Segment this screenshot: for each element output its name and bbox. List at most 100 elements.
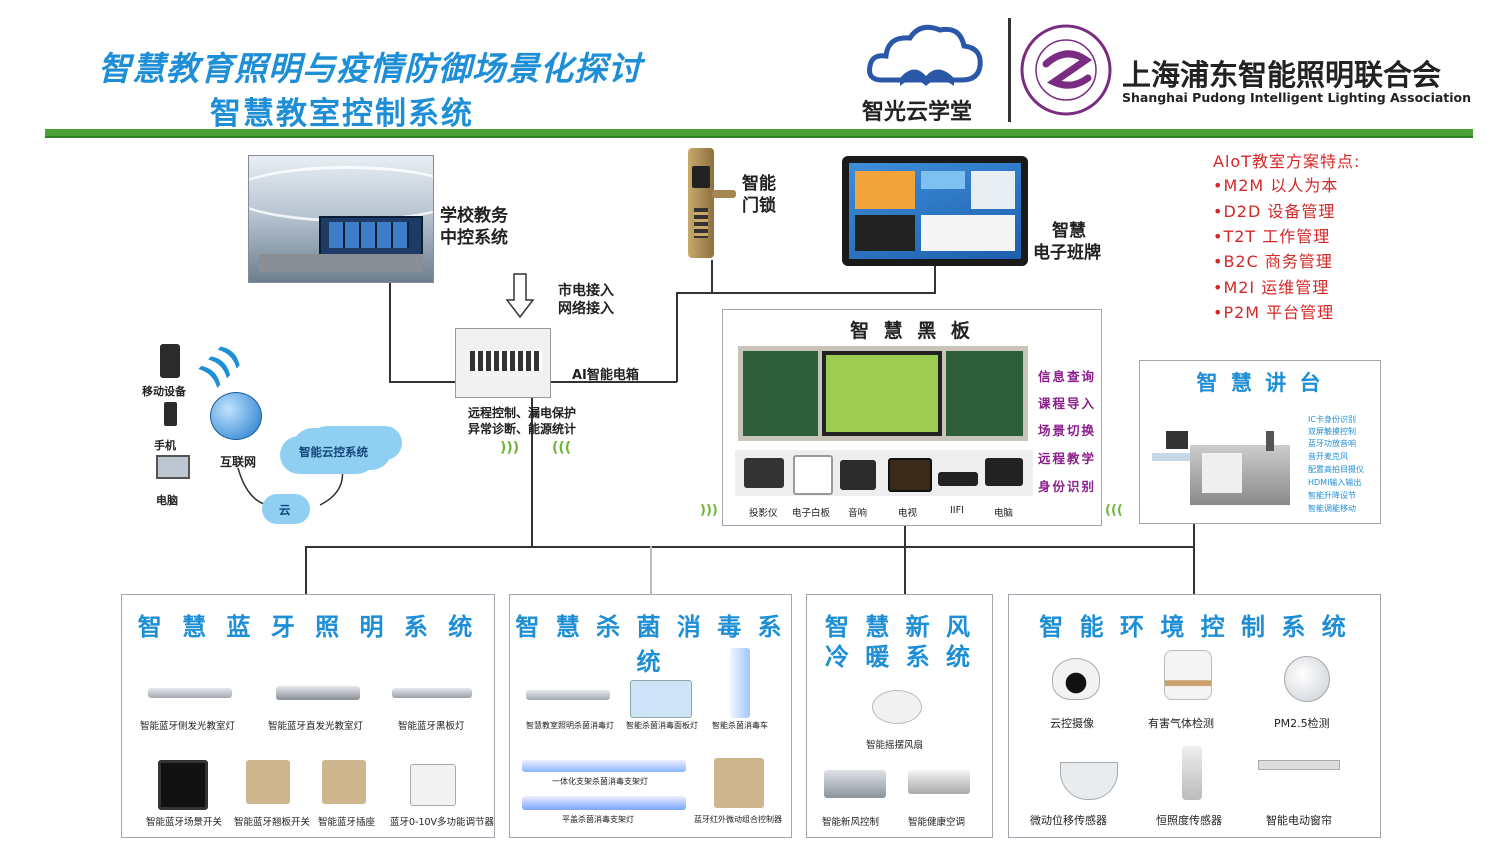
conn-box-right — [548, 381, 677, 383]
smart-lock-image — [684, 148, 736, 260]
association-name-cn: 上海浦东智能照明联合会 — [1122, 58, 1442, 92]
environment-system-title: 智 能 环 境 控 制 系 统 — [1039, 613, 1350, 641]
wireless-icon: ))) — [193, 338, 248, 393]
feature-item: •T2T 工作管理 — [1213, 227, 1331, 246]
conn-main-down — [531, 395, 533, 547]
wifi-icon: ))) — [700, 503, 718, 518]
environment-item-label: 恒照度传感器 — [1156, 814, 1222, 827]
uv-panel-lamp-image — [630, 680, 692, 718]
lighting-item-label: 智能蓝牙场景开关 — [146, 817, 223, 828]
integrated-uv-bracket-image — [522, 760, 686, 772]
smart-blackboard-panel: 智 慧 黑 板 — [722, 309, 1102, 526]
scene-switch-image — [158, 760, 208, 810]
blackboard-device-label: 音响 — [848, 508, 868, 519]
mobile-device-label: 移动设备 — [142, 385, 186, 398]
disinfect-item-label: 平盖杀菌消毒支架灯 — [562, 815, 634, 824]
podium-feature: 智能升降设节 — [1308, 491, 1356, 500]
whiteboard-icon — [793, 455, 833, 495]
podium-feature: 双屏触摸控制 — [1308, 427, 1356, 436]
smart-lock-label-1: 智能 — [742, 174, 776, 194]
zhiguang-logo: 智光云学堂 — [862, 18, 992, 125]
fresh-air-title-1: 智 慧 新 风 — [824, 613, 975, 641]
logo-divider — [1008, 18, 1011, 122]
podium-feature: 配置高拍目摄仪 — [1308, 465, 1364, 474]
feature-item: •B2C 商务管理 — [1213, 252, 1333, 271]
conn-right-up — [676, 292, 678, 382]
zhiguang-logo-text: 智光云学堂 — [862, 100, 973, 125]
association-name-en: Shanghai Pudong Intelligent Lighting Ass… — [1122, 90, 1472, 105]
air-conditioner-image — [908, 770, 970, 794]
light-sensor-icon — [1182, 746, 1202, 800]
conn-top-bus — [676, 292, 936, 294]
page-title: 智慧教育照明与疫情防御场景化探讨 — [98, 49, 642, 88]
gas-detector-icon — [1164, 650, 1212, 700]
cloud-book-icon — [867, 24, 983, 86]
environment-item-label: 微动位移传感器 — [1030, 814, 1107, 827]
environment-item-label: 有害气体检测 — [1148, 717, 1214, 730]
speaker-icon — [840, 460, 876, 490]
lighting-item-label: 智能蓝牙翘板开关 — [234, 817, 311, 828]
blackboard-function: 场景切换 — [1038, 423, 1097, 438]
control-label-1: 学校教务 — [440, 206, 508, 226]
fresh-air-unit-image — [824, 770, 886, 798]
blackboard-device-label: 电子白板 — [792, 508, 831, 519]
cloud-system-label: 智能云控系统 — [299, 445, 368, 459]
side-light-lamp-image — [148, 688, 232, 698]
fresh-air-item-label: 智能摇摆风扇 — [866, 740, 924, 751]
wifi-icon: ((( — [552, 440, 572, 456]
fan-icon — [872, 690, 922, 724]
phone-icon — [164, 402, 177, 426]
uv-classroom-lamp-image — [526, 690, 610, 700]
camera-icon — [1052, 658, 1100, 700]
cloud-icon — [262, 494, 310, 524]
ir-controller-image — [714, 758, 764, 808]
rocker-switch-image — [246, 760, 290, 804]
conn-bottom-bus — [305, 546, 1195, 548]
down-arrow-icon — [505, 273, 535, 319]
conn-env — [1193, 522, 1195, 594]
pc-icon — [156, 455, 190, 479]
control-label-2: 中控系统 — [440, 228, 508, 248]
blackboard-device-label: 投影仪 — [749, 508, 778, 519]
mobile-device-icon — [160, 344, 180, 378]
network-in-label: 网络接入 — [558, 301, 614, 317]
fresh-air-item-label: 智能新风控制 — [822, 817, 880, 828]
projector-icon — [744, 458, 784, 488]
pm25-sensor-icon — [1284, 656, 1330, 702]
e-board-label-1: 智慧 — [1052, 221, 1086, 241]
header-rule-dark — [45, 136, 1473, 138]
feature-item: •M2M 以人为本 — [1213, 176, 1339, 195]
lighting-item-label: 智能蓝牙直发光教室灯 — [268, 721, 364, 732]
podium-feature: IC卡身份识别 — [1308, 415, 1356, 424]
blackboard-device-label: 电脑 — [994, 508, 1014, 519]
blackboard-function: 身份识别 — [1038, 479, 1097, 494]
conn-fresh — [904, 525, 906, 594]
cloud-label: 云 — [279, 503, 291, 517]
podium-title: 智 慧 讲 台 — [1196, 371, 1324, 395]
fresh-air-item-label: 智能健康空调 — [908, 817, 966, 828]
ai-box-func-2: 异常诊断、能源统计 — [468, 422, 577, 436]
podium-feature: HDMI输入输出 — [1308, 478, 1362, 487]
conn-control-down — [389, 282, 391, 382]
conn-disinfect — [650, 546, 652, 594]
fresh-air-title-2: 冷 暖 系 统 — [824, 643, 975, 671]
blackboard-device-label: IIFI — [950, 505, 964, 516]
lighting-item-label: 智能蓝牙黑板灯 — [398, 721, 465, 732]
uv-cart-image — [730, 648, 750, 718]
blackboard-function: 远程教学 — [1038, 451, 1097, 466]
cloud-system-icon — [292, 428, 392, 470]
blackboard-device-label: 电视 — [898, 508, 918, 519]
association-seal-icon — [1020, 24, 1112, 116]
globe-icon — [210, 392, 262, 440]
disinfect-item-label: 智慧教室照明杀菌消毒灯 — [526, 721, 614, 730]
lighting-item-label: 智能蓝牙插座 — [318, 817, 376, 828]
blackboard-function: 课程导入 — [1038, 396, 1097, 411]
pc-label: 电脑 — [156, 494, 178, 507]
power-in-label: 市电接入 — [558, 283, 614, 299]
dimmer-module-image — [410, 764, 456, 806]
environment-item-label: 智能电动窗帘 — [1266, 814, 1332, 827]
header-rule — [45, 129, 1473, 136]
conn-lock — [711, 260, 713, 293]
features-title: AloT教室方案特点: — [1213, 152, 1361, 171]
smart-lock-label-2: 门锁 — [742, 196, 776, 216]
